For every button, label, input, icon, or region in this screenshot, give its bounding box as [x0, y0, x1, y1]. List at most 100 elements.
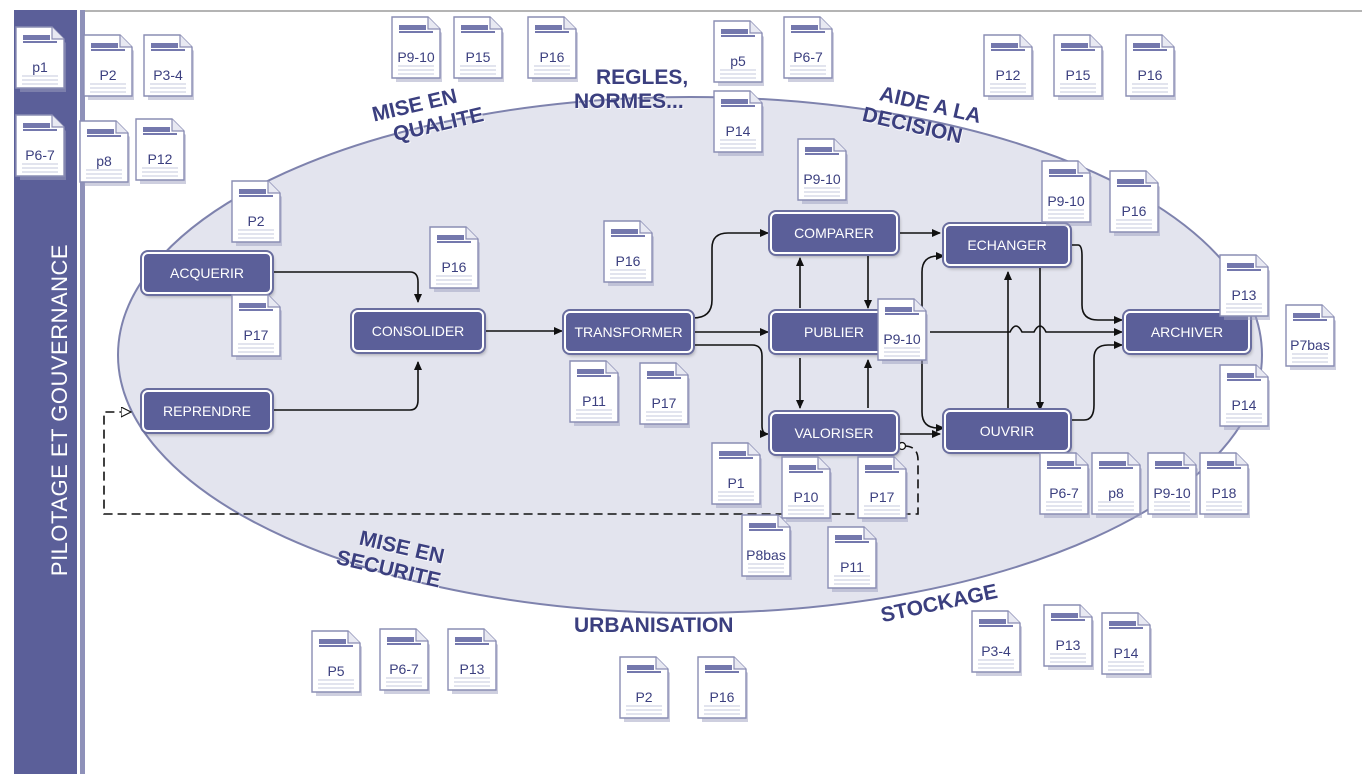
document-label: P12: [147, 151, 173, 167]
document-icon[interactable]: P11: [826, 524, 884, 594]
document-icon[interactable]: P7bas: [1284, 302, 1342, 372]
document-icon[interactable]: P3-4: [970, 608, 1028, 678]
document-icon[interactable]: P14: [712, 88, 770, 158]
document-icon[interactable]: p8: [1090, 450, 1148, 520]
document-label: p5: [730, 53, 746, 69]
document-icon[interactable]: P17: [856, 454, 914, 524]
flow-acquerir-consolider: [272, 271, 422, 303]
document-icon[interactable]: P12: [982, 32, 1040, 102]
governance-band-edge: [80, 10, 85, 774]
process-acquerir[interactable]: ACQUERIR: [142, 252, 272, 294]
document-icon[interactable]: P6-7: [14, 112, 72, 182]
process-comparer[interactable]: COMPARER: [770, 212, 898, 254]
document-icon[interactable]: P17: [230, 292, 288, 362]
document-icon[interactable]: p1: [14, 24, 72, 94]
flow-valoriser-reprendre-loop: [103, 412, 919, 515]
flow-transformer-comparer: [692, 229, 769, 319]
document-icon[interactable]: P9-10: [876, 296, 934, 366]
document-icon[interactable]: P16: [696, 654, 754, 724]
process-consolider[interactable]: CONSOLIDER: [352, 310, 484, 352]
document-label: P17: [869, 489, 895, 505]
document-icon[interactable]: P17: [638, 360, 696, 430]
document-icon[interactable]: P6-7: [1038, 450, 1096, 520]
flow-ouvrir-archiver: [1070, 341, 1123, 421]
document-label: P14: [1231, 397, 1257, 413]
document-icon[interactable]: P3-4: [142, 32, 200, 102]
document-icon[interactable]: P2: [82, 32, 140, 102]
document-icon[interactable]: P16: [526, 14, 584, 84]
document-label: P8bas: [746, 547, 786, 563]
document-icon[interactable]: p5: [712, 18, 770, 88]
document-label: P3-4: [981, 643, 1011, 659]
document-label: P9-10: [1047, 193, 1085, 209]
document-label: P6-7: [1049, 485, 1079, 501]
document-icon[interactable]: P14: [1100, 610, 1158, 680]
document-label: P9-10: [883, 331, 921, 347]
loop-start-dot: [897, 441, 907, 451]
document-label: p8: [96, 153, 112, 169]
document-icon[interactable]: P16: [428, 224, 486, 294]
document-label: P2: [635, 689, 653, 705]
process-ouvrir[interactable]: OUVRIR: [944, 410, 1070, 452]
document-icon[interactable]: P16: [1124, 32, 1182, 102]
document-icon[interactable]: P14: [1218, 362, 1276, 432]
document-label: P16: [1137, 67, 1163, 83]
document-icon[interactable]: p8: [78, 118, 136, 188]
document-icon[interactable]: P2: [618, 654, 676, 724]
document-label: P2: [247, 213, 265, 229]
document-icon[interactable]: P2: [230, 178, 288, 248]
document-label: P11: [582, 393, 606, 409]
document-icon[interactable]: P6-7: [378, 626, 436, 696]
document-icon[interactable]: P16: [602, 218, 660, 288]
document-icon[interactable]: P13: [1042, 602, 1100, 672]
document-icon[interactable]: P18: [1198, 450, 1256, 520]
document-label: P13: [459, 661, 485, 677]
document-icon[interactable]: P12: [134, 116, 192, 186]
document-label: p8: [1108, 485, 1124, 501]
document-label: P18: [1211, 485, 1237, 501]
document-icon[interactable]: P13: [1218, 252, 1276, 322]
process-echanger[interactable]: ECHANGER: [944, 224, 1070, 266]
document-icon[interactable]: P6-7: [782, 14, 840, 84]
document-label: P7bas: [1290, 337, 1330, 353]
document-label: P16: [441, 259, 467, 275]
document-icon[interactable]: P11: [568, 358, 626, 428]
document-label: P6-7: [25, 147, 55, 163]
document-label: P15: [465, 49, 491, 65]
process-publier[interactable]: PUBLIER: [770, 311, 898, 353]
document-icon[interactable]: P15: [452, 14, 510, 84]
process-transformer[interactable]: TRANSFORMER: [564, 311, 693, 353]
document-label: P15: [1065, 67, 1091, 83]
document-label: P9-10: [803, 171, 841, 187]
document-icon[interactable]: P13: [446, 626, 504, 696]
document-label: P16: [1121, 203, 1147, 219]
document-label: P1: [727, 475, 745, 491]
document-icon[interactable]: P9-10: [390, 14, 448, 84]
document-label: P6-7: [793, 49, 823, 65]
document-icon[interactable]: P9-10: [796, 136, 854, 206]
process-reprendre[interactable]: REPRENDRE: [142, 390, 272, 432]
document-icon[interactable]: P10: [780, 454, 838, 524]
document-label: P2: [99, 67, 117, 83]
document-icon[interactable]: P9-10: [1146, 450, 1204, 520]
document-label: p1: [32, 59, 48, 75]
category-urbanisation: URBANISATION: [574, 614, 734, 637]
document-label: P10: [793, 489, 819, 505]
document-icon[interactable]: P8bas: [740, 512, 798, 582]
document-label: P17: [651, 395, 677, 411]
document-icon[interactable]: P16: [1108, 168, 1166, 238]
document-icon[interactable]: P5: [310, 628, 368, 698]
document-label: P16: [709, 689, 735, 705]
document-icon[interactable]: P9-10: [1040, 158, 1098, 228]
frame-top-border: [85, 10, 1362, 12]
document-icon[interactable]: P1: [710, 440, 768, 510]
document-icon[interactable]: P15: [1052, 32, 1110, 102]
document-label: P9-10: [1153, 485, 1191, 501]
document-label: P9-10: [397, 49, 435, 65]
document-label: P11: [840, 559, 864, 575]
flow-echanger-archiver: [1070, 244, 1123, 324]
document-label: P3-4: [153, 67, 183, 83]
process-valoriser[interactable]: VALORISER: [770, 412, 898, 454]
flow-publier-archiver: [930, 325, 1123, 336]
document-label: P12: [995, 67, 1021, 83]
